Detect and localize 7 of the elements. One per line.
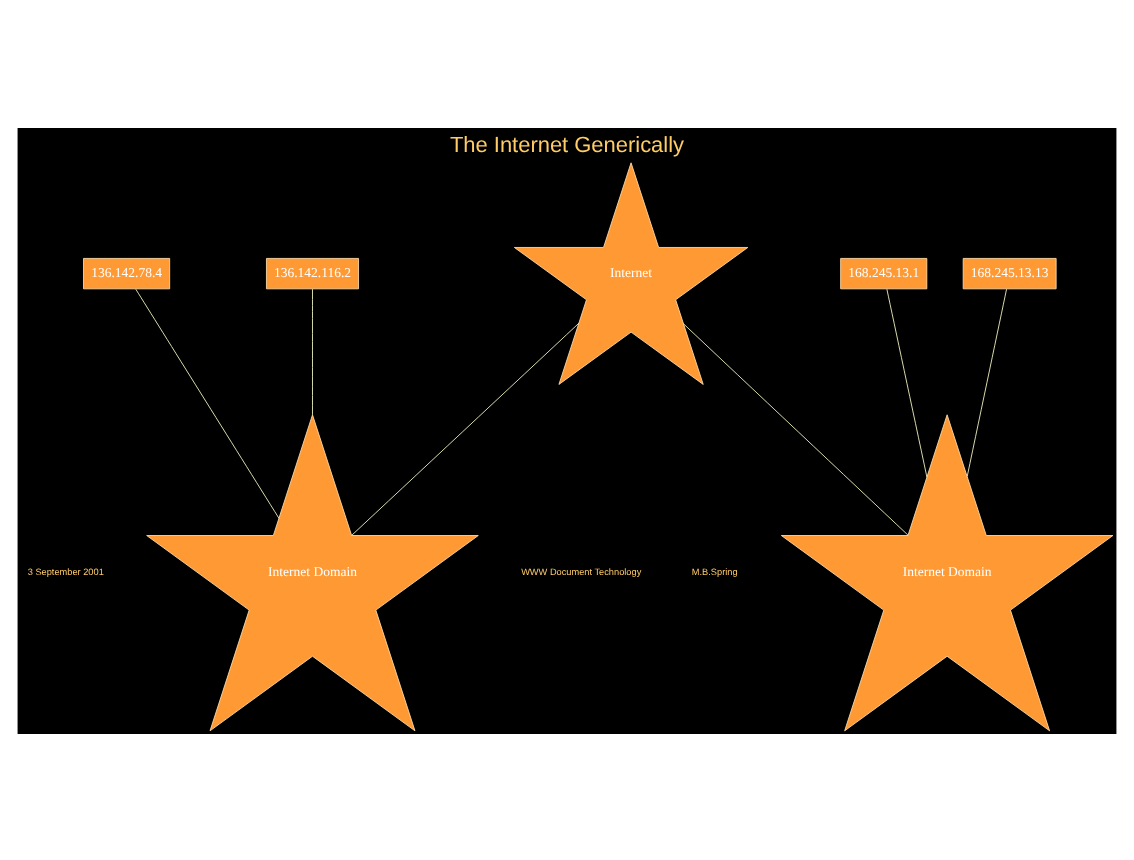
diagram-title: The Internet Generically bbox=[449, 133, 685, 158]
connector bbox=[966, 287, 1007, 476]
connector bbox=[312, 287, 313, 415]
connector bbox=[351, 321, 580, 535]
connector bbox=[135, 287, 280, 518]
connector bbox=[886, 287, 928, 477]
connector bbox=[683, 322, 909, 535]
